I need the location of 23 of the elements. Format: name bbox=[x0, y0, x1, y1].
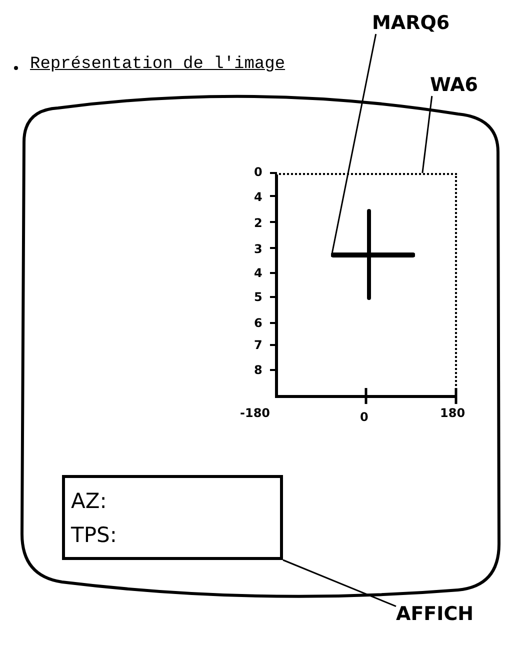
tick-label: 0 bbox=[360, 410, 368, 424]
field-label: AZ: bbox=[71, 488, 108, 515]
tick-label: 4 bbox=[254, 190, 262, 204]
leader-line bbox=[282, 559, 396, 607]
field-label: TPS: bbox=[71, 522, 118, 549]
tick-label: 0 bbox=[254, 165, 262, 179]
tick-label: 2 bbox=[254, 216, 262, 230]
tick-label: 5 bbox=[254, 290, 262, 304]
callout-label: MARQ6 bbox=[372, 12, 450, 34]
tick-label: 7 bbox=[254, 338, 262, 352]
tick-label: 4 bbox=[254, 266, 262, 280]
tick-label: -180 bbox=[240, 406, 270, 420]
section-heading: Représentation de l'image bbox=[30, 55, 286, 74]
display-box bbox=[62, 475, 283, 560]
cross-marker bbox=[331, 209, 415, 300]
tick-label: 6 bbox=[254, 316, 262, 330]
leader-line bbox=[422, 96, 433, 174]
callout-label: WA6 bbox=[430, 74, 478, 96]
tick-label: 8 bbox=[254, 363, 262, 377]
tick-label: 180 bbox=[440, 406, 466, 420]
leader-line bbox=[331, 34, 377, 255]
tick-label: 3 bbox=[254, 242, 262, 256]
callout-label: AFFICH bbox=[396, 603, 474, 625]
